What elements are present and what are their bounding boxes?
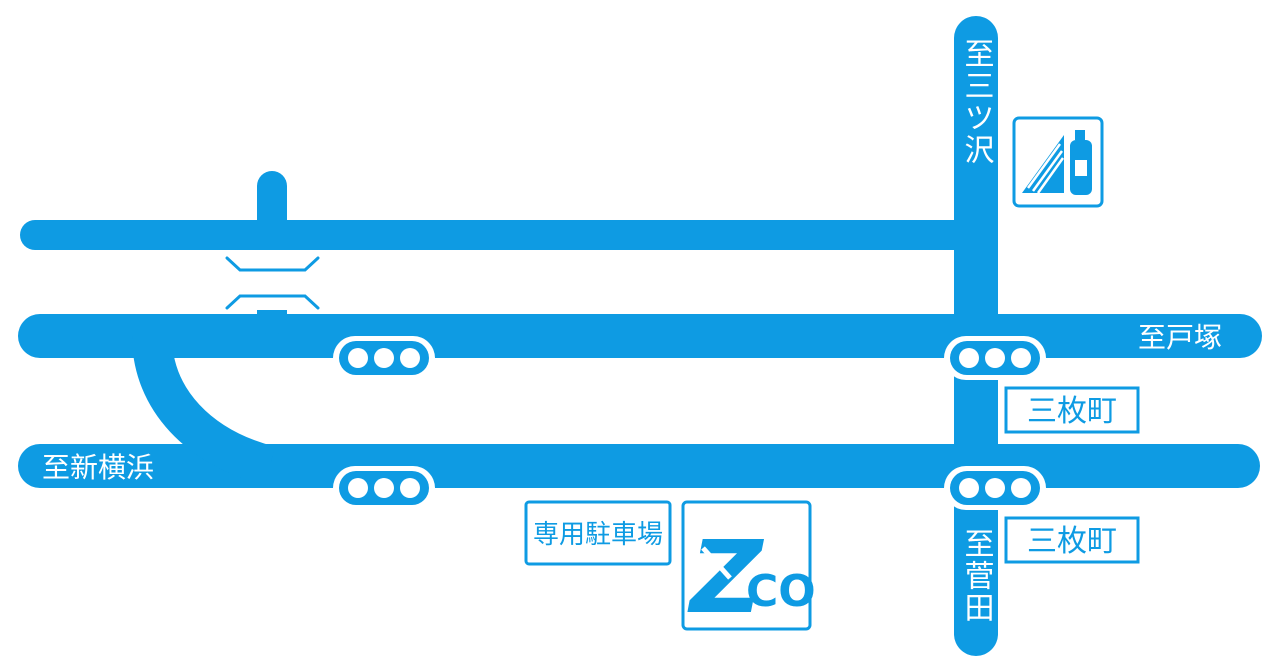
svg-text:三枚町: 三枚町 bbox=[1027, 524, 1117, 559]
convenience-store-icon bbox=[1012, 116, 1104, 208]
road-curve-connector bbox=[132, 335, 276, 486]
signal-lower-right bbox=[944, 466, 1046, 510]
label-to-mitsuzawa: 至三ツ沢 bbox=[959, 38, 994, 166]
svg-text:CO: CO bbox=[746, 566, 816, 617]
svg-text:三枚町: 三枚町 bbox=[1027, 394, 1117, 429]
label-to-totsuka: 至戸塚 bbox=[1138, 321, 1222, 354]
svg-text:Z: Z bbox=[687, 519, 765, 636]
place-box-mimai-lower: 三枚町 bbox=[1004, 516, 1140, 564]
roads bbox=[18, 16, 1262, 656]
signal-lower-left bbox=[333, 466, 435, 510]
zco-logo-icon: Z CO bbox=[681, 500, 816, 636]
parking-label-box: 専用駐車場 bbox=[524, 500, 672, 566]
signal-middle-right bbox=[944, 336, 1046, 380]
signal-middle-left bbox=[333, 336, 435, 380]
svg-text:専用駐車場: 専用駐車場 bbox=[533, 520, 663, 550]
bridge-icon bbox=[220, 250, 324, 310]
label-to-shinyokohama: 至新横浜 bbox=[42, 451, 154, 484]
place-box-mimai-upper: 三枚町 bbox=[1004, 386, 1140, 434]
label-to-sugeta: 至菅田 bbox=[959, 528, 994, 624]
